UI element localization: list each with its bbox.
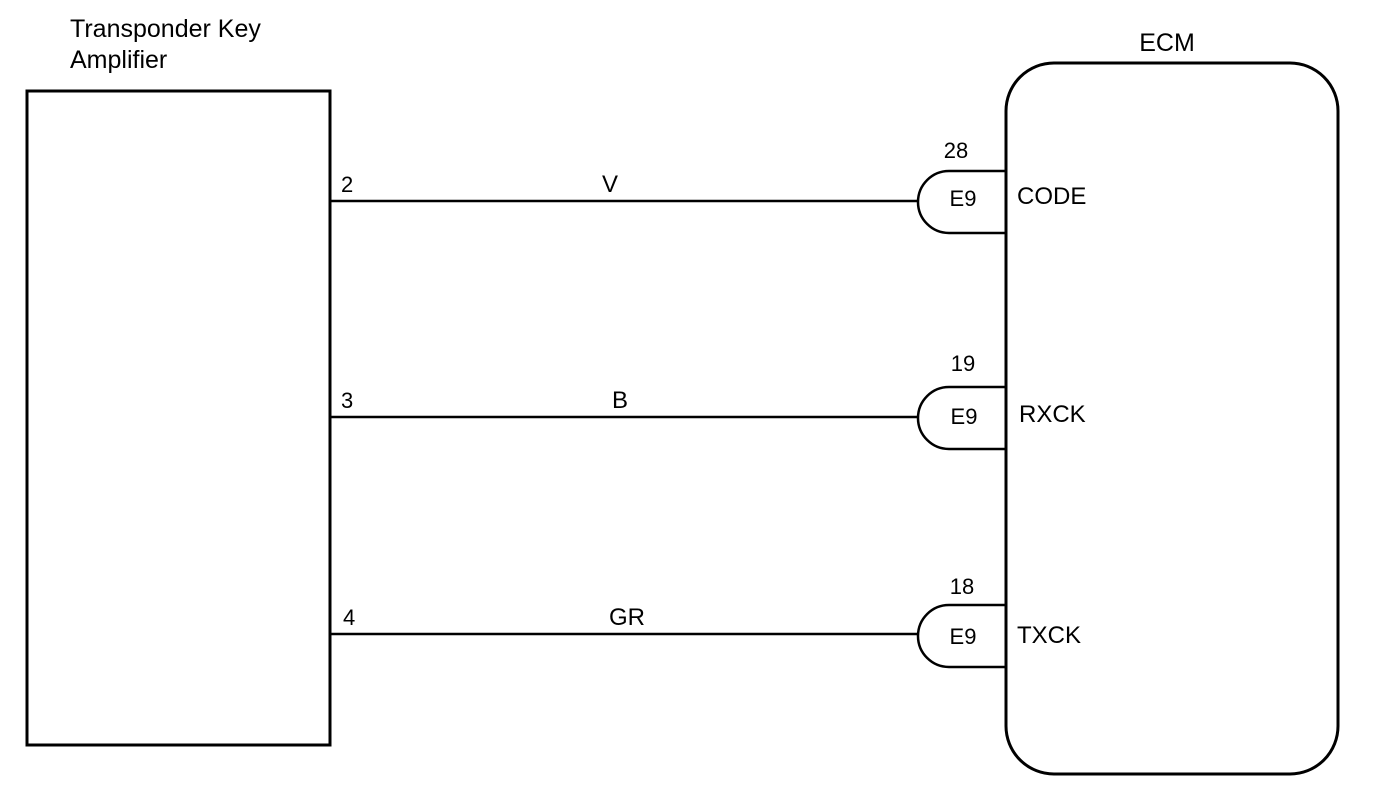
- connector-shape: [916, 603, 1006, 669]
- signal-label: TXCK: [1017, 622, 1081, 649]
- amplifier-title-line2: Amplifier: [70, 46, 167, 74]
- amplifier-pin-label: 4: [343, 605, 355, 630]
- signal-label: RXCK: [1019, 401, 1086, 428]
- wire-color-label: B: [612, 387, 628, 414]
- signal-label: CODE: [1017, 183, 1086, 210]
- connector-shape: [916, 385, 1006, 451]
- circuit-txck: 4 GR 18 E9 TXCK: [330, 574, 1081, 669]
- ecm-pin-label: 28: [944, 138, 968, 163]
- circuit-rxck: 3 B 19 E9 RXCK: [330, 351, 1086, 451]
- connector-label: E9: [950, 186, 977, 211]
- wire-color-label: GR: [609, 604, 645, 631]
- amplifier-pin-label: 3: [341, 388, 353, 413]
- connector-shape: [916, 169, 1006, 235]
- amplifier-box: [25, 89, 332, 747]
- circuit-code: 2 V 28 E9 CODE: [330, 138, 1086, 235]
- wire-color-label: V: [602, 171, 618, 198]
- ecm-box: [1004, 61, 1340, 776]
- ecm-title: ECM: [1139, 29, 1195, 57]
- ecm-pin-label: 18: [950, 574, 974, 599]
- connector-label: E9: [951, 404, 978, 429]
- ecm-pin-label: 19: [951, 351, 975, 376]
- amplifier-title-line1: Transponder Key: [70, 15, 261, 43]
- connector-label: E9: [950, 624, 977, 649]
- amplifier-pin-label: 2: [341, 172, 353, 197]
